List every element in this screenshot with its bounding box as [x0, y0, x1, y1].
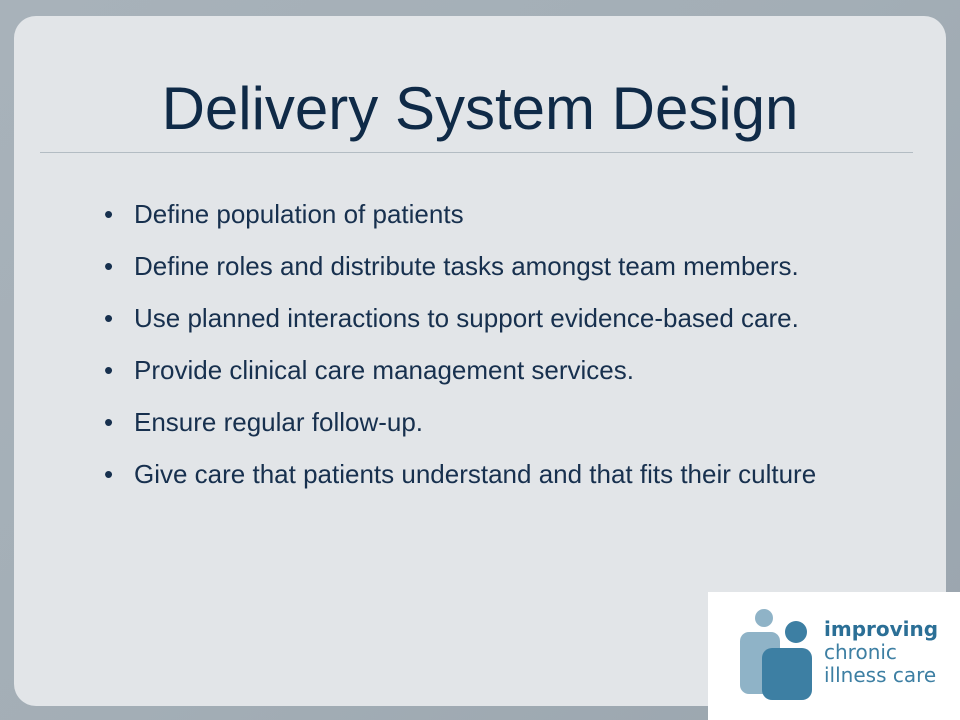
- title-divider: [40, 152, 913, 153]
- bullet-marker: •: [104, 251, 114, 281]
- bullet-item: • Ensure regular follow-up.: [104, 408, 884, 437]
- logo-line-chronic: chronic: [824, 640, 897, 664]
- bullet-text: Define roles and distribute tasks amongs…: [134, 251, 799, 281]
- bullet-item: • Give care that patients understand and…: [104, 460, 884, 489]
- bullet-marker: •: [104, 459, 114, 489]
- bullet-list: • Define population of patients • Define…: [104, 200, 884, 512]
- bullet-text: Give care that patients understand and t…: [134, 459, 817, 489]
- bullet-marker: •: [104, 407, 114, 437]
- people-figures-logo-icon: [740, 609, 812, 700]
- bullet-item: • Use planned interactions to support ev…: [104, 304, 884, 333]
- bullet-item: • Provide clinical care management servi…: [104, 356, 884, 385]
- bullet-text: Define population of patients: [134, 199, 464, 229]
- bullet-text: Provide clinical care management service…: [134, 355, 634, 385]
- bullet-marker: •: [104, 199, 114, 229]
- bullet-text: Ensure regular follow-up.: [134, 407, 424, 437]
- bullet-text: Use planned interactions to support evid…: [134, 303, 799, 333]
- content-panel: [14, 16, 946, 706]
- bullet-item: • Define roles and distribute tasks amon…: [104, 252, 884, 281]
- bullet-marker: •: [104, 355, 114, 385]
- slide-title: Delivery System Design: [161, 75, 799, 142]
- logo-line-illness-care: illness care: [824, 663, 937, 687]
- logo-line-improving: improving: [824, 617, 939, 641]
- logo-area: improving chronic illness care: [708, 592, 960, 720]
- logo-wordmark: improving chronic illness care: [824, 618, 938, 687]
- bullet-item: • Define population of patients: [104, 200, 884, 229]
- bullet-marker: •: [104, 303, 114, 333]
